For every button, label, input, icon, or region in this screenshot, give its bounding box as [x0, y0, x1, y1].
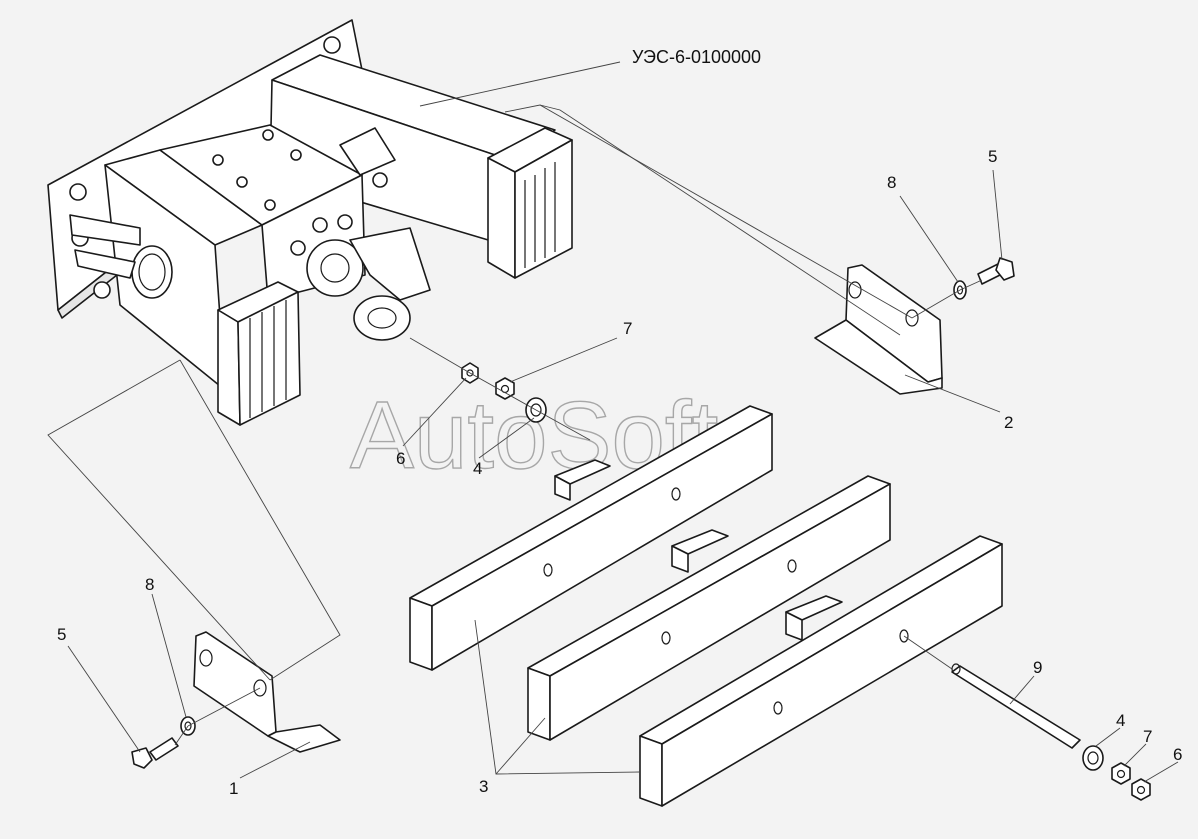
weight-block-3b: [527, 475, 891, 741]
weight-block-3c: [639, 535, 1003, 807]
callout-3: 3: [479, 777, 488, 796]
callout-leaders: [67, 61, 1179, 783]
callout-4-top: 4: [473, 459, 482, 478]
callout-6-bottom: 6: [1173, 745, 1182, 764]
callout-6-top: 6: [396, 449, 405, 468]
callout-2: 2: [1004, 413, 1013, 432]
towing-device-assembly: [47, 19, 573, 426]
bracket-1: [193, 631, 341, 753]
callout-5-left: 5: [57, 625, 66, 644]
callout-8-right: 8: [887, 173, 896, 192]
nut-6-bottom: [1131, 778, 1151, 801]
callout-7-top: 7: [623, 319, 632, 338]
washer-4-bottom: [1082, 745, 1104, 771]
nut-7-top: [495, 377, 515, 400]
nut-7-bottom: [1111, 762, 1131, 785]
callout-7-bottom: 7: [1143, 727, 1152, 746]
bolt-5-right: [977, 257, 1015, 285]
callout-9: 9: [1033, 658, 1042, 677]
callout-1: 1: [229, 779, 238, 798]
assembly-lines: [47, 104, 983, 746]
stud-9: [951, 663, 1081, 749]
bracket-2: [814, 264, 943, 395]
callout-8-left: 8: [145, 575, 154, 594]
bolt-5-left: [131, 737, 179, 769]
callout-5-right: 5: [988, 147, 997, 166]
weight-block-3a: [409, 405, 773, 671]
assembly-title: УЭС-6-0100000: [632, 47, 761, 67]
callout-4-bottom: 4: [1116, 711, 1125, 730]
